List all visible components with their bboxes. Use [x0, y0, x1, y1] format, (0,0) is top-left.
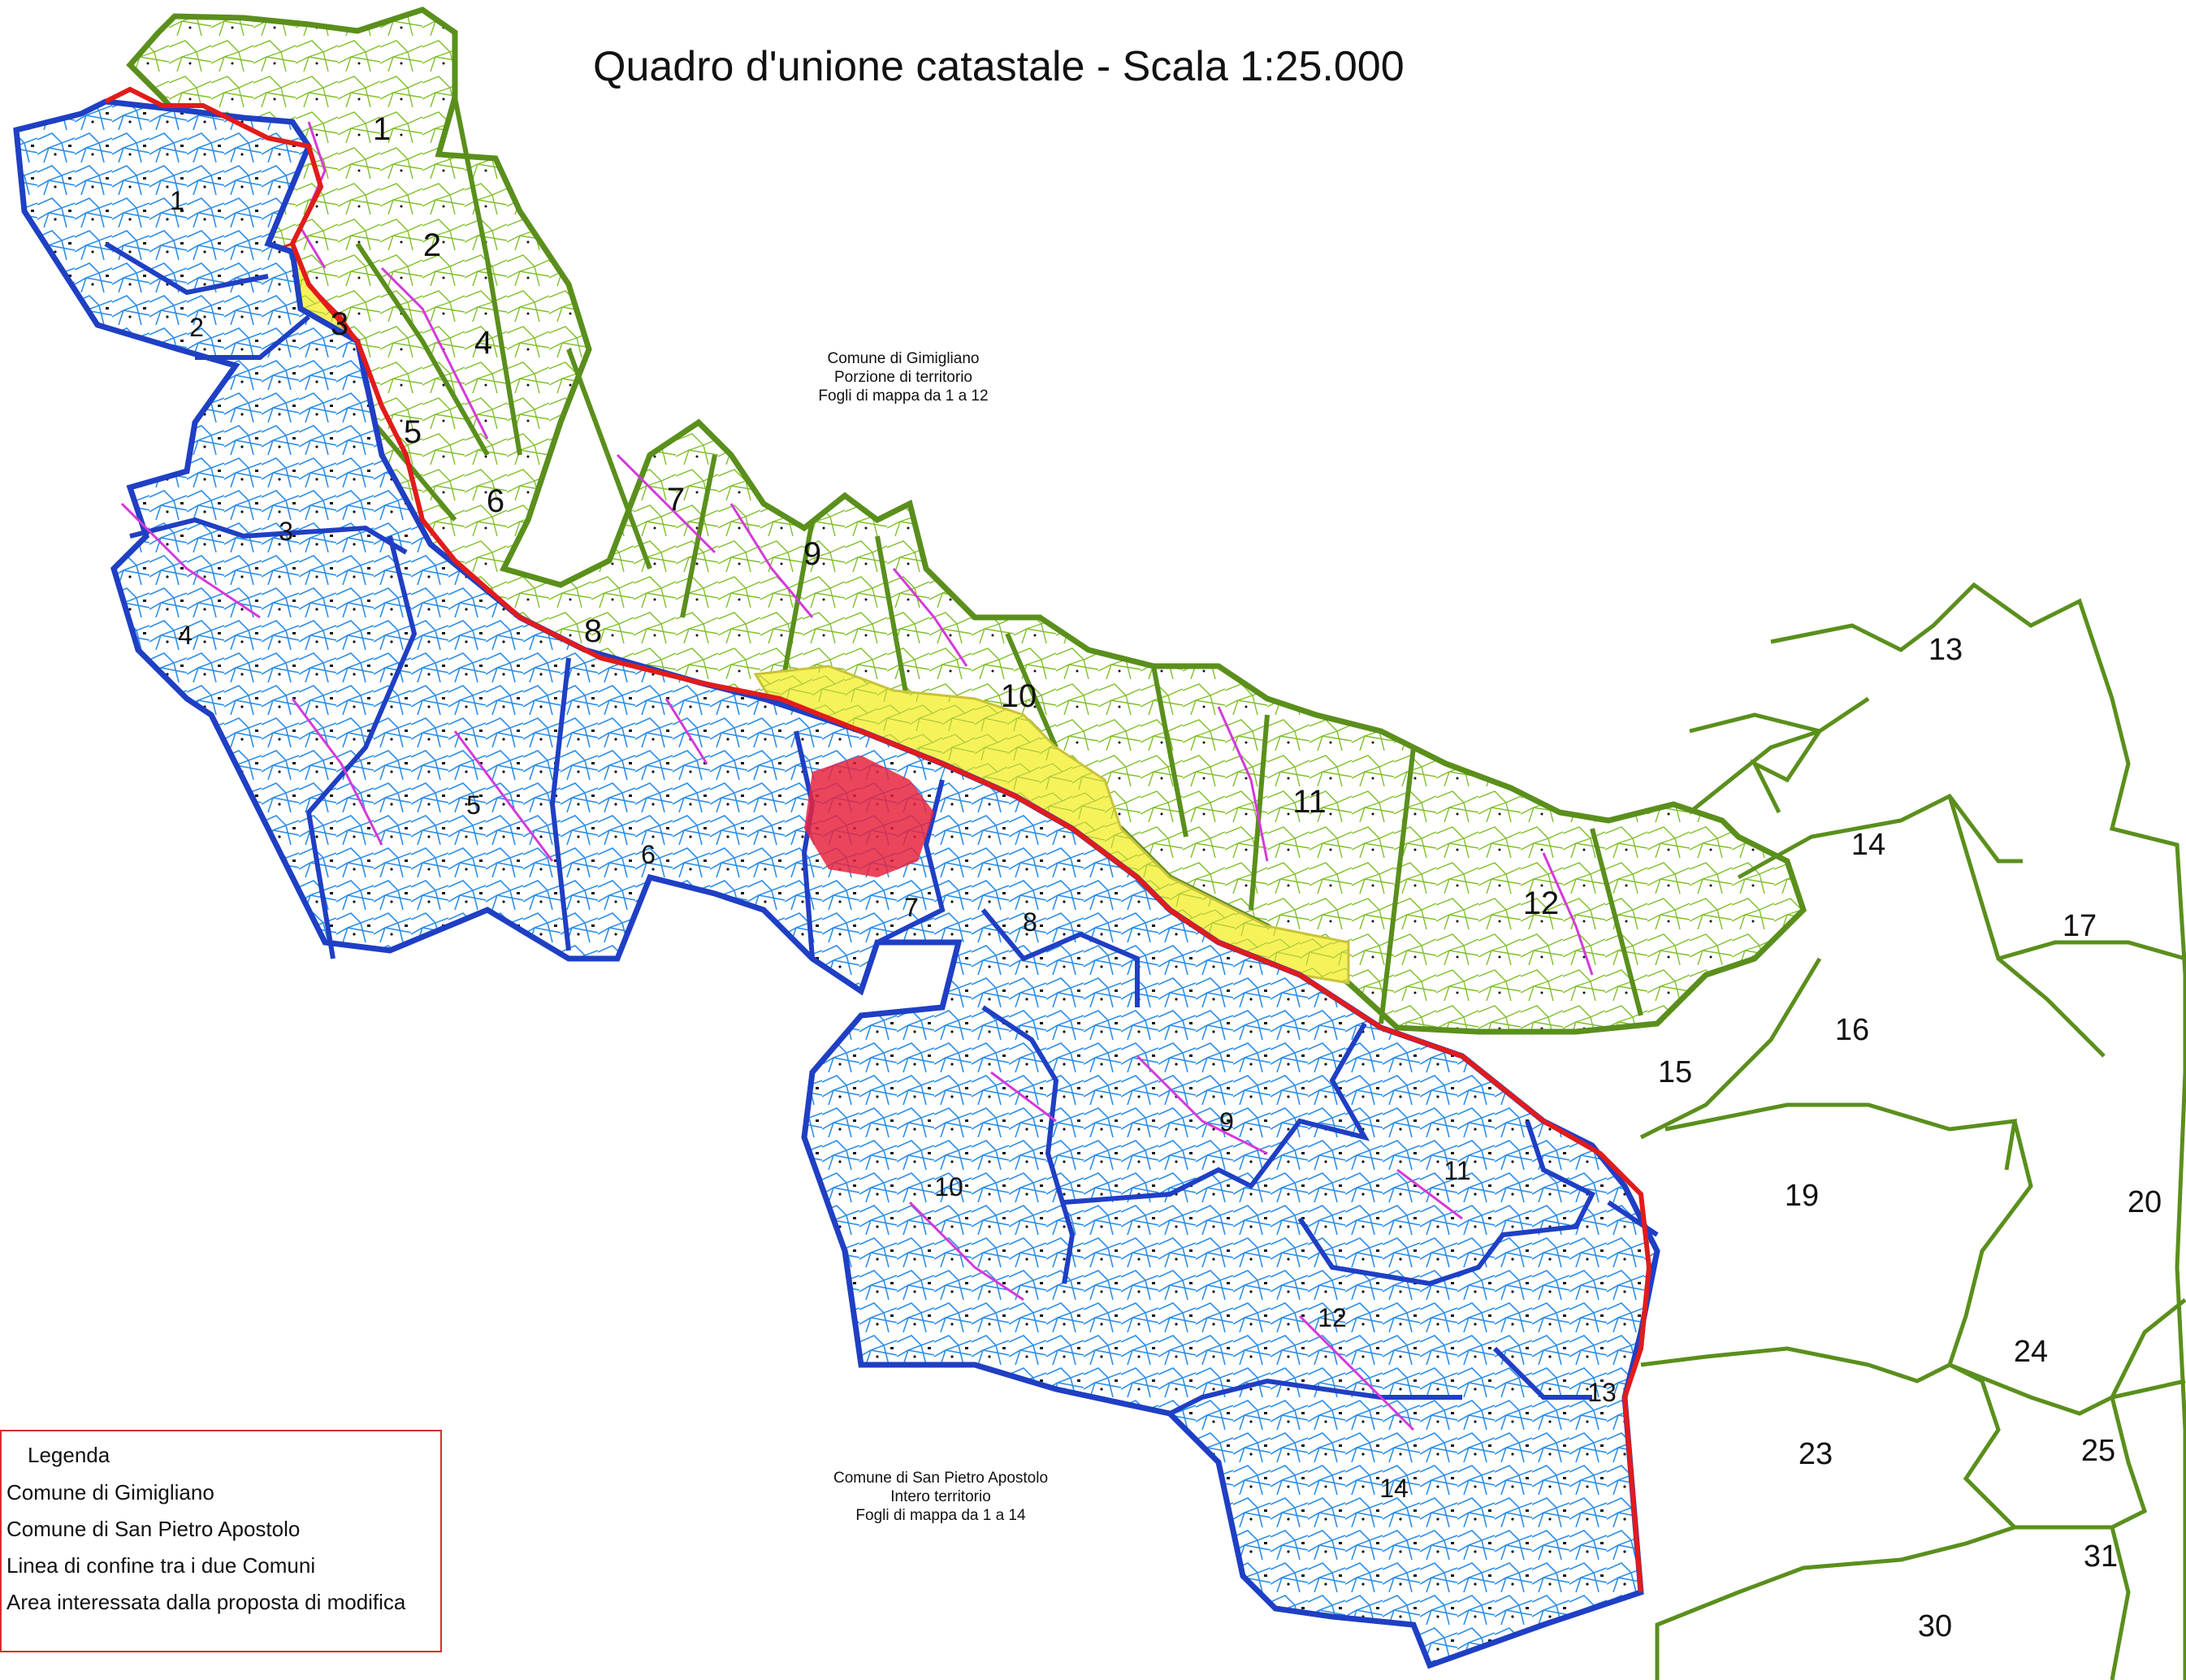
sp-sheet-2: 2	[189, 313, 204, 342]
san-pietro-note-line-3: Fogli di mappa da 1 a 14	[855, 1507, 1026, 1524]
sp-sheet-10: 10	[934, 1172, 963, 1202]
gim-sheet-9: 9	[803, 536, 821, 572]
outer-sheet-13: 13	[1928, 633, 1963, 667]
sp-sheet-14: 14	[1379, 1474, 1409, 1503]
outer-sheet-31: 31	[2084, 1539, 2118, 1574]
outer-sheet-25: 25	[2081, 1434, 2115, 1468]
san-pietro-note: Comune di San Pietro Apostolo Intero ter…	[833, 1469, 1048, 1525]
sp-sheet-8: 8	[1023, 907, 1037, 937]
gim-sheet-7: 7	[667, 482, 685, 517]
gim-sheet-5: 5	[404, 414, 422, 450]
outer-sheet-23: 23	[1799, 1437, 1833, 1471]
outer-sheet-14: 14	[1851, 828, 1885, 862]
san-pietro-note-line-1: Comune di San Pietro Apostolo	[833, 1470, 1049, 1487]
gim-sheet-10: 10	[1001, 678, 1037, 714]
map-title: Quadro d'unione catastale - Scala 1:25.0…	[593, 43, 1405, 90]
gimigliano-note-line-1: Comune di Gimigliano	[827, 350, 980, 367]
boundary-line	[104, 86, 1652, 1593]
outer-sheets	[1639, 582, 2186, 1680]
sp-sheet-1: 1	[170, 186, 184, 215]
legend-item-gimigliano: Comune di Gimigliano	[6, 1480, 214, 1505]
legend-item-san-pietro: Comune di San Pietro Apostolo	[6, 1517, 301, 1541]
outer-sheet-30: 30	[1918, 1609, 1952, 1643]
gimigliano-territory	[126, 6, 1807, 1035]
gimigliano-note: Comune di Gimigliano Porzione di territo…	[818, 349, 988, 405]
gim-sheet-12: 12	[1523, 885, 1560, 921]
sp-sheet-11: 11	[1444, 1156, 1470, 1185]
legend-item-modification-area: Area interessata dalla proposta di modif…	[6, 1590, 406, 1614]
legend-item-boundary: Linea di confine tra i due Comuni	[6, 1553, 316, 1578]
legend: Legenda Comune di Gimigliano Comune di S…	[0, 1430, 442, 1652]
outer-sheet-19: 19	[1785, 1179, 1819, 1213]
outer-sheet-20: 20	[2128, 1185, 2162, 1219]
gim-sheet-8: 8	[584, 613, 602, 649]
outer-sheet-24: 24	[2014, 1335, 2048, 1369]
sp-sheet-6: 6	[641, 840, 656, 869]
outer-sheet-16: 16	[1835, 1013, 1869, 1047]
sp-sheet-12: 12	[1318, 1303, 1347, 1332]
sp-sheet-9: 9	[1219, 1107, 1234, 1137]
sp-sheet-5: 5	[466, 790, 481, 820]
outer-sheet-17: 17	[2063, 909, 2097, 943]
gim-sheet-2: 2	[423, 227, 441, 263]
san-pietro-territory	[13, 98, 1660, 1669]
sp-sheet-13: 13	[1587, 1378, 1617, 1407]
sp-sheet-3: 3	[279, 517, 293, 546]
gim-sheet-1: 1	[373, 111, 391, 147]
legend-title: Legenda	[28, 1443, 110, 1467]
gim-sheet-3: 3	[331, 306, 348, 342]
outer-sheet-15: 15	[1658, 1055, 1692, 1089]
gimigliano-note-line-3: Fogli di mappa da 1 a 12	[818, 388, 989, 405]
san-pietro-note-line-2: Intero territorio	[890, 1488, 991, 1505]
gim-sheet-4: 4	[474, 325, 492, 361]
sp-sheet-7: 7	[904, 893, 919, 922]
gim-sheet-11: 11	[1292, 784, 1327, 820]
sp-sheet-4: 4	[178, 621, 193, 650]
gim-sheet-6: 6	[487, 483, 504, 519]
gimigliano-note-line-2: Porzione di territorio	[833, 369, 973, 386]
